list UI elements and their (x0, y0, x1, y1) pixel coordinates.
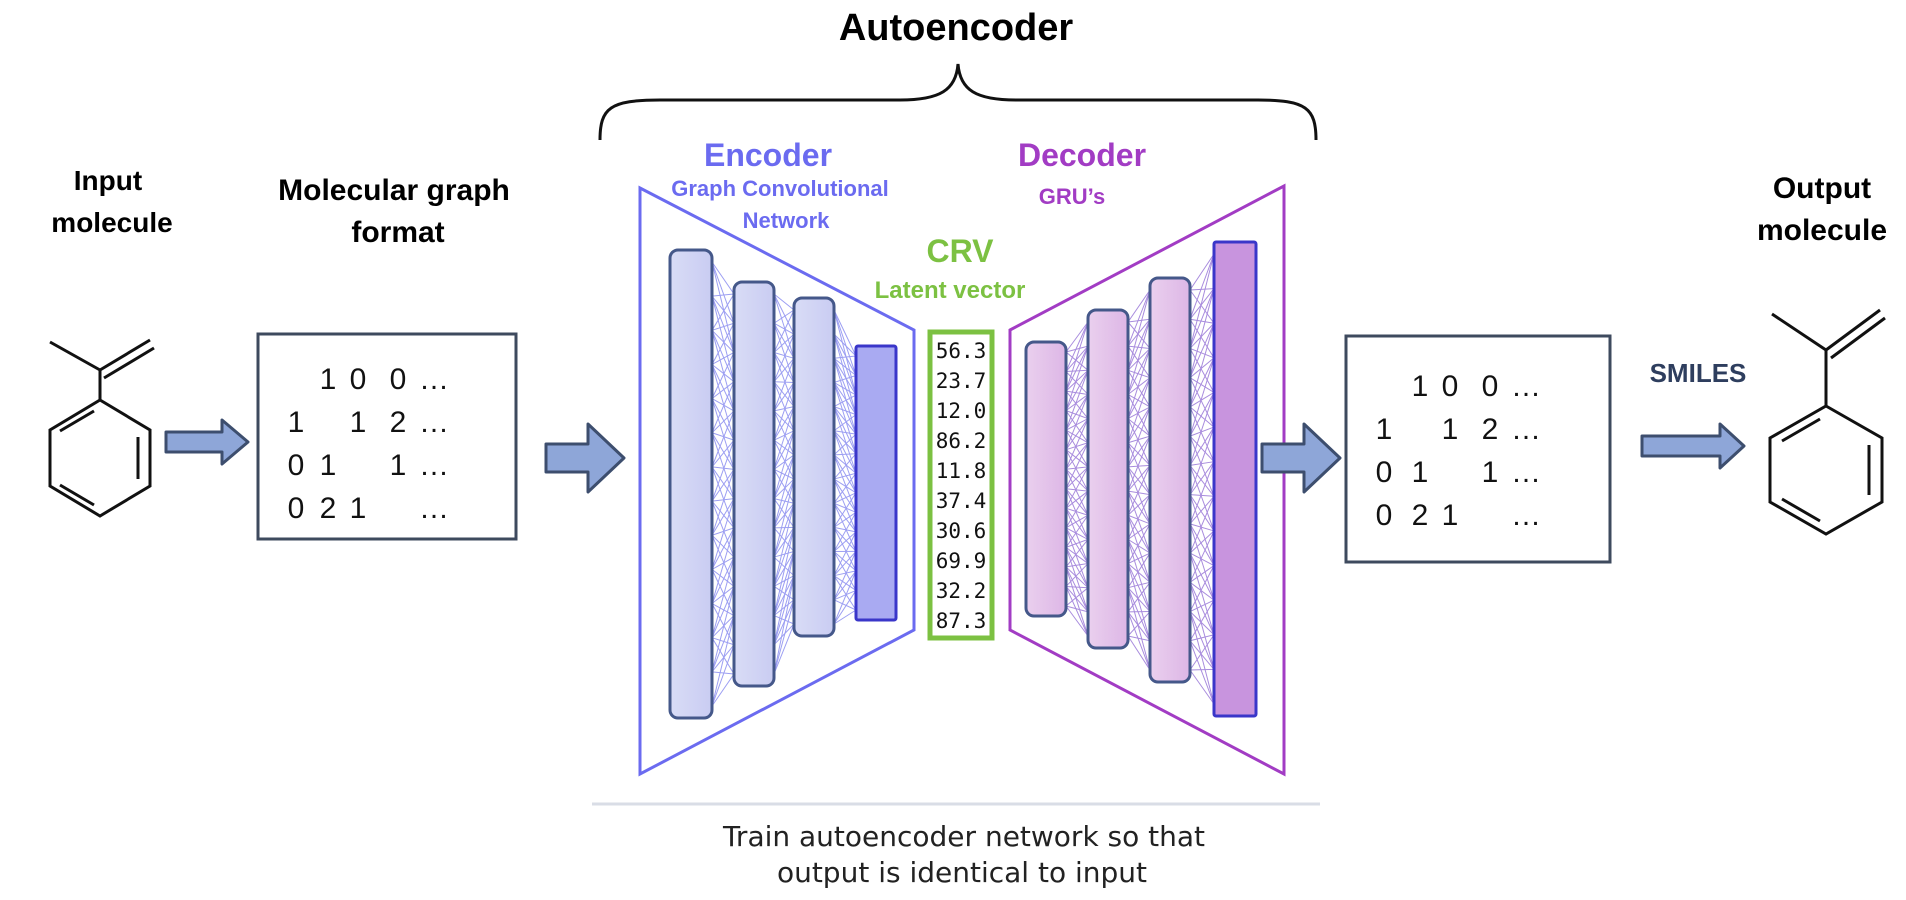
decoder-layer (1148, 276, 1192, 684)
matrix-cell: 2 (390, 406, 407, 439)
input-matrix-box (256, 332, 518, 541)
matrix-cell: … (1511, 499, 1541, 532)
crv-value: 23.7 (936, 369, 987, 393)
crv-value: 69.9 (936, 549, 987, 573)
matrix-cell: … (419, 406, 449, 439)
matrix-cell: 2 (320, 492, 337, 525)
output-matrix-box (1344, 334, 1612, 564)
matrix-cell: 1 (1482, 456, 1499, 489)
encoder-layer (732, 280, 776, 688)
output-molecule-structure (1768, 308, 1886, 536)
encoder-outline (638, 185, 916, 777)
matrix-cell: 0 (288, 492, 305, 525)
matrix-cell: 0 (350, 363, 367, 396)
crv-subtitle: Latent vector (875, 277, 1026, 304)
matrix-cell: 0 (1376, 499, 1393, 532)
encoder-subtitle-line1: Graph Convolutional (671, 176, 889, 201)
matrix-cell: 0 (1482, 370, 1499, 403)
crv-title: CRV (927, 233, 995, 269)
matrix-cell: 0 (1442, 370, 1459, 403)
caption-line1: Train autoencoder network so that (722, 820, 1205, 853)
matrix-cell: 1 (350, 492, 367, 525)
decoder-outline (1008, 183, 1286, 777)
matrix-cell: 0 (1376, 456, 1393, 489)
graph-format-label-line2: format (351, 216, 444, 249)
arrow-to-output-matrix (1260, 422, 1342, 494)
decoder-subtitle: GRU’s (1039, 184, 1105, 209)
matrix-cell: … (1511, 370, 1541, 403)
crv-value: 30.6 (936, 519, 987, 543)
matrix-cell: 1 (1376, 413, 1393, 446)
matrix-cell: 1 (1442, 413, 1459, 446)
input-label-line1: Input (74, 165, 142, 196)
output-label-line2: molecule (1757, 214, 1887, 247)
encoder-layer (668, 248, 714, 720)
crv-value: 11.8 (936, 459, 987, 483)
matrix-cell: 2 (1412, 499, 1429, 532)
autoencoder-title: Autoencoder (839, 7, 1074, 49)
crv-value: 56.3 (936, 339, 987, 363)
matrix-cell: 2 (1482, 413, 1499, 446)
decoder-connection-mesh (1065, 253, 1215, 705)
matrix-cell: … (1511, 456, 1541, 489)
decoder-layer (1086, 308, 1130, 650)
matrix-cell: 1 (320, 363, 337, 396)
matrix-cell: 0 (390, 363, 407, 396)
matrix-cell: 1 (1442, 499, 1459, 532)
encoder-layer (792, 296, 836, 638)
crv-value: 87.3 (936, 609, 987, 633)
crv-value: 86.2 (936, 429, 987, 453)
decoder-title: Decoder (1018, 137, 1146, 173)
matrix-cell: … (419, 492, 449, 525)
matrix-cell: 1 (1412, 370, 1429, 403)
arrow-to-output-molecule (1640, 422, 1746, 470)
arrow-to-graph-format (164, 418, 250, 466)
encoder-layer (854, 344, 898, 622)
crv-value: 12.0 (936, 399, 987, 423)
graph-format-label-line1: Molecular graph (278, 174, 510, 207)
matrix-cell: 0 (288, 449, 305, 482)
encoder-title: Encoder (704, 137, 832, 173)
matrix-cell: 1 (390, 449, 407, 482)
matrix-cell: 1 (350, 406, 367, 439)
caption-line2: output is identical to input (777, 856, 1147, 889)
matrix-cell: 1 (1412, 456, 1429, 489)
matrix-cell: … (419, 449, 449, 482)
decoder-layer (1024, 340, 1068, 618)
matrix-cell: 1 (288, 406, 305, 439)
autoencoder-brace (598, 63, 1318, 141)
crv-value: 32.2 (936, 579, 987, 603)
crv-vector-values: 56.3 23.7 12.0 86.2 11.8 37.4 30.6 69.9 32.2 87.3 (936, 339, 987, 633)
smiles-label: SMILES (1650, 358, 1747, 388)
input-molecule-structure (48, 338, 155, 518)
crv-vector-box (927, 329, 995, 641)
encoder-subtitle-line2: Network (743, 208, 831, 233)
crv-value: 37.4 (936, 489, 987, 513)
input-label-line2: molecule (51, 207, 172, 238)
matrix-cell: 1 (320, 449, 337, 482)
output-label-line1: Output (1773, 172, 1871, 205)
arrow-to-encoder (544, 422, 626, 494)
encoder-connection-mesh (711, 261, 857, 707)
matrix-cell: … (1511, 413, 1541, 446)
matrix-cell: … (419, 363, 449, 396)
decoder-layer (1212, 240, 1258, 718)
